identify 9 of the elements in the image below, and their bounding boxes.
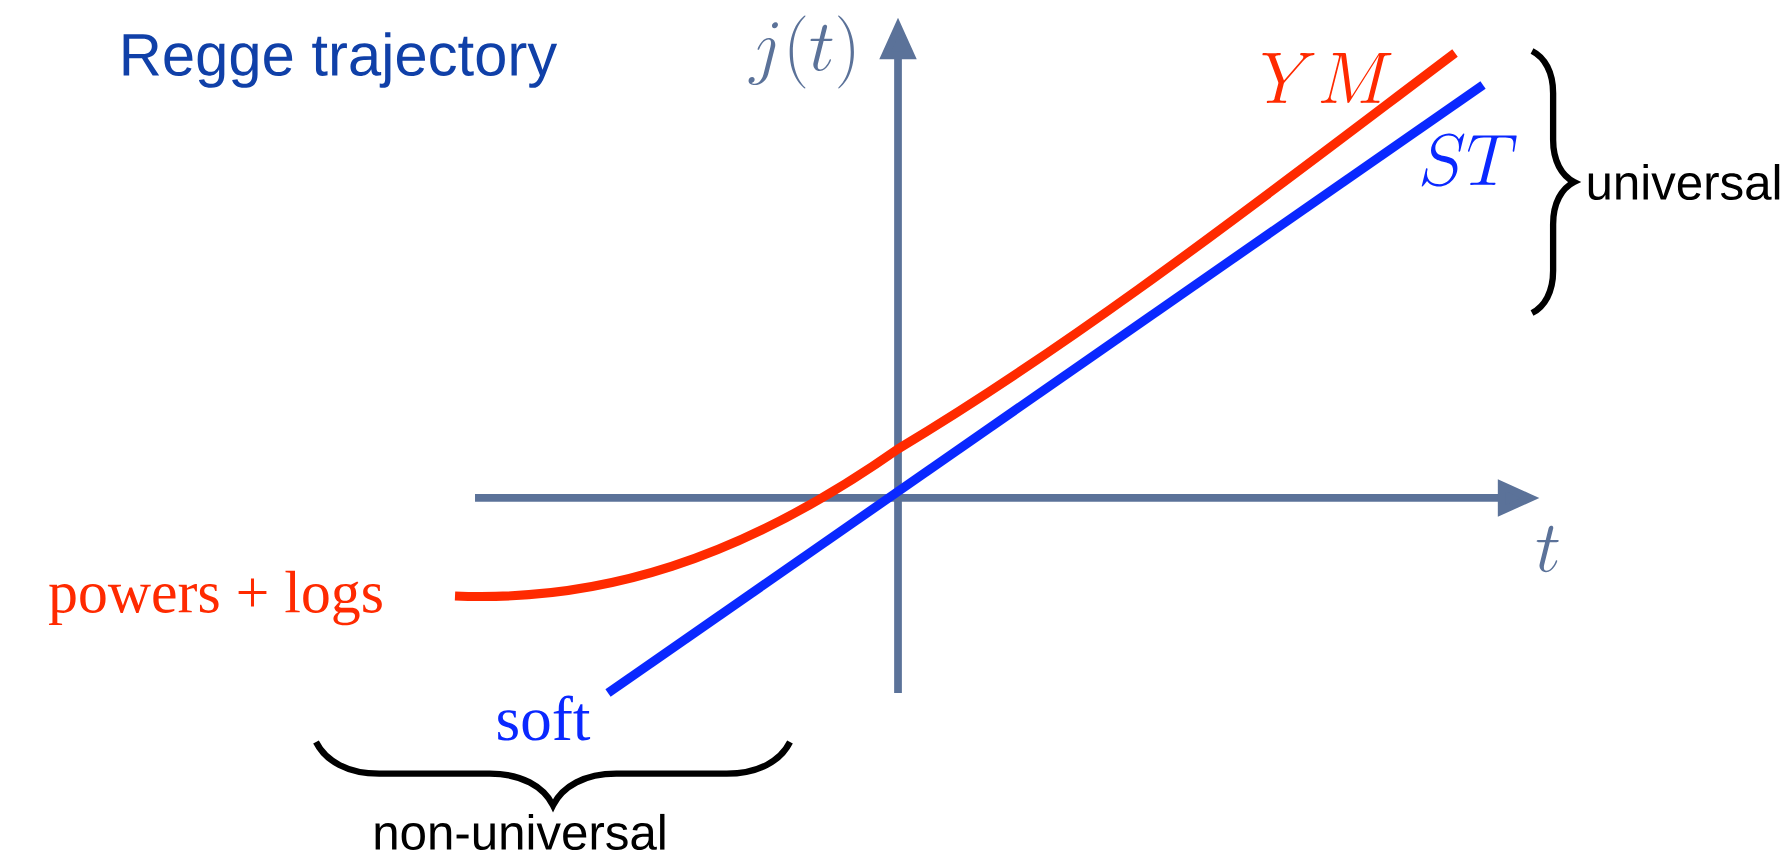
curve-label: $YM$ (1262, 53, 1392, 103)
title: Regge trajectory (123, 32, 558, 88)
curve-label: $ST$ (1421, 133, 1517, 187)
curve-label: powers + logs (49, 570, 382, 626)
axis-label: $t$ (1536, 525, 1559, 573)
brace-label: non-universal (375, 813, 665, 851)
brace-label: universal (1588, 163, 1780, 201)
curve-label: soft (498, 695, 591, 741)
axis-label: $j(t)$ (748, 15, 854, 89)
